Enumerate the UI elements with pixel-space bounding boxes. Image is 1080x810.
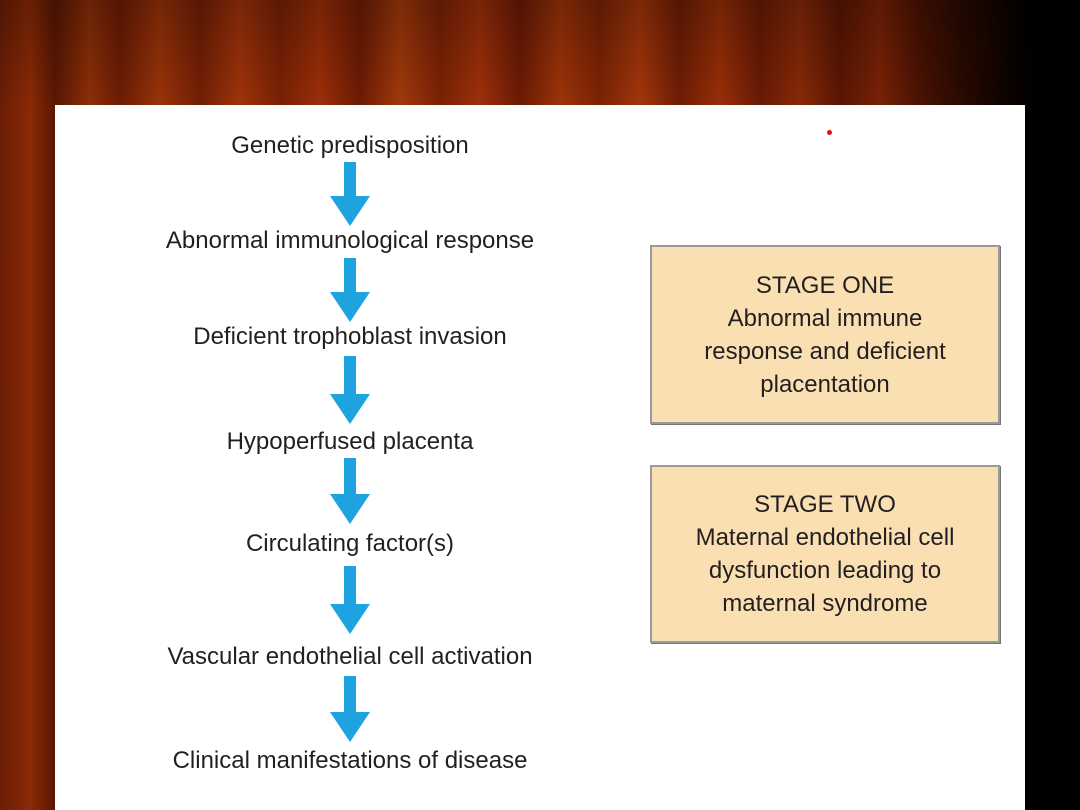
stage-one-title: STAGE ONE [755, 271, 895, 299]
down-arrow-icon [330, 676, 370, 742]
stage-one-line: placentation [760, 370, 890, 398]
step-genetic-predisposition: Genetic predisposition [231, 132, 469, 159]
stage-two-box: STAGE TWO Maternal endothelial cell dysf… [650, 465, 1000, 643]
stage-two-line: Maternal endothelial cell [695, 524, 955, 551]
down-arrow-icon [330, 356, 370, 424]
stage-one-line: response and deficient [704, 337, 946, 365]
step-hypoperfused-placenta: Hypoperfused placenta [226, 428, 474, 455]
step-abnormal-immunological-response: Abnormal immunological response [165, 227, 535, 254]
stage-one-line: Abnormal immune [727, 304, 923, 332]
stage-two-line: dysfunction leading to [708, 557, 942, 584]
step-clinical-manifestations: Clinical manifestations of disease [172, 747, 528, 774]
stage-one-box: STAGE ONE Abnormal immune response and d… [650, 245, 1000, 424]
down-arrow-icon [330, 566, 370, 634]
down-arrow-icon [330, 458, 370, 524]
step-circulating-factors: Circulating factor(s) [245, 530, 455, 557]
diagram-panel [55, 105, 1025, 810]
down-arrow-icon [330, 162, 370, 226]
red-dot [827, 130, 832, 135]
step-vascular-endothelial-cell-activation: Vascular endothelial cell activation [167, 643, 533, 670]
down-arrow-icon [330, 258, 370, 322]
stage-two-title: STAGE TWO [754, 491, 896, 518]
stage-two-line: maternal syndrome [722, 590, 928, 617]
step-deficient-trophoblast-invasion: Deficient trophoblast invasion [193, 323, 507, 350]
curtain-shade-top [0, 0, 1080, 110]
